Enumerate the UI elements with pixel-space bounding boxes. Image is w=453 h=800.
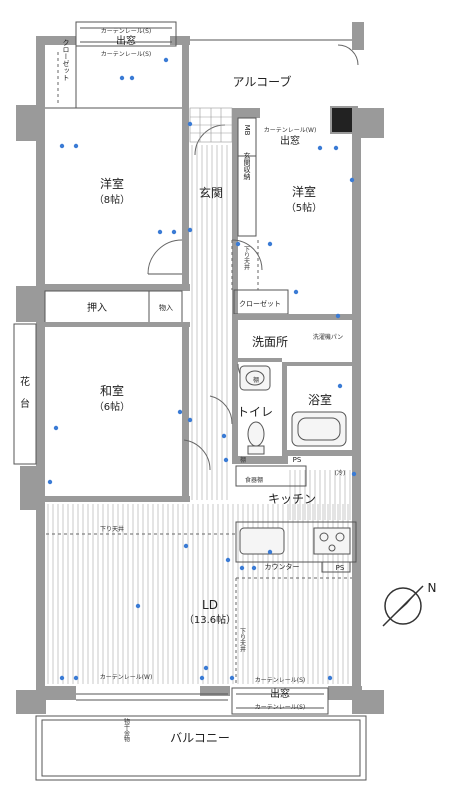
label-mid-demado: 出窓 — [280, 134, 300, 147]
room-labels: アルコーブ 洋室 （8帖） 洋室 （5帖） 和室 （6帖） LD （13.6帖）… — [20, 74, 332, 745]
label-tana-toilet: 棚 — [240, 456, 246, 464]
wood-flooring — [47, 145, 351, 684]
label-japanese-size: （6帖） — [94, 400, 130, 413]
outlet-dot — [135, 603, 141, 609]
label-top-rail-2: カーテンレール(S) — [101, 51, 152, 58]
outlet-dot — [157, 229, 163, 235]
label-flower-stand-1: 花 — [20, 375, 30, 388]
outlet-dot — [337, 383, 343, 389]
label-washroom: 洗面所 — [252, 335, 288, 349]
label-ps-1: PS — [293, 456, 302, 464]
outlet-dot — [251, 565, 257, 571]
outlet-dot — [203, 665, 209, 671]
label-bottom-rail-s2: カーテンレール(S) — [255, 704, 306, 711]
label-entrance: 玄関 — [199, 185, 223, 200]
outlet-dot — [53, 425, 59, 431]
label-mid-rail: カーテンレール(W) — [264, 127, 317, 134]
outlet-dot — [187, 121, 193, 127]
outlet-dot — [333, 145, 339, 151]
label-shokkidana: 食器棚 — [245, 476, 263, 484]
exterior-walls — [16, 22, 384, 714]
label-mb: MB — [243, 125, 251, 136]
label-kitchen: キッチン — [268, 492, 316, 506]
outlet-dot — [351, 471, 357, 477]
outlet-dot — [163, 57, 169, 63]
label-bathroom: 浴室 — [308, 392, 332, 407]
interior-walls — [13, 45, 367, 781]
label-bottom-rail-w: カーテンレール(W) — [100, 674, 153, 681]
outlet-dot — [59, 675, 65, 681]
outlet-dot — [199, 675, 205, 681]
label-cold: (冷) — [335, 469, 346, 477]
outlet-dot — [171, 229, 177, 235]
outlet-dot — [267, 549, 273, 555]
outlet-dot — [349, 177, 355, 183]
label-western-5-size: （5帖） — [286, 201, 322, 214]
compass-north-label: N — [428, 581, 437, 595]
label-lowered-ceiling-3: 下り天井 — [243, 246, 250, 271]
bottom-bay-window — [76, 687, 329, 715]
label-washing-machine: 洗濯機パン — [313, 333, 343, 341]
label-bottom-demado: 出窓 — [270, 687, 290, 700]
label-western-8-size: （8帖） — [94, 193, 130, 206]
outlet-dot — [239, 565, 245, 571]
label-oshiire: 押入 — [87, 301, 107, 314]
fixture-labels: クローゼット クローゼット 押入 物入 MB カウンター PS PS 洗濯機パン… — [62, 39, 345, 743]
label-lowered-ceiling-1: 下り天井 — [100, 525, 124, 533]
label-ld-name: LD — [202, 598, 218, 612]
outlet-dot — [235, 241, 241, 247]
outlet-dot — [183, 543, 189, 549]
outlet-dot — [223, 457, 229, 463]
outlet-dot — [187, 417, 193, 423]
outlet-dot — [73, 675, 79, 681]
doors — [147, 44, 359, 471]
label-top-demado: 出窓 — [116, 34, 136, 47]
label-balcony: バルコニー — [170, 731, 230, 745]
outlet-dot — [187, 227, 193, 233]
outlet-dot — [293, 289, 299, 295]
label-closet-right: クローゼット — [239, 299, 281, 308]
outlet-dot — [73, 143, 79, 149]
label-western-5-name: 洋室 — [292, 184, 316, 199]
outlet-dot — [47, 479, 53, 485]
label-lowered-ceiling-2: 下り天井 — [239, 628, 246, 653]
label-flower-stand-2: 台 — [20, 397, 30, 410]
outlet-dot — [335, 313, 341, 319]
outlet-dot — [317, 145, 323, 151]
compass — [382, 585, 424, 627]
label-ld-size: （13.6帖） — [184, 613, 236, 626]
label-tana-washroom: 棚 — [253, 376, 259, 384]
label-western-8-name: 洋室 — [100, 176, 124, 191]
outlet-dot — [129, 75, 135, 81]
label-entrance-storage: 玄関収納 — [243, 151, 251, 181]
outlet-dot — [119, 75, 125, 81]
label-ps-2: PS — [336, 564, 345, 572]
label-japanese-name: 和室 — [100, 383, 124, 398]
outlet-dot — [177, 409, 183, 415]
label-toilet: トイレ — [237, 405, 273, 419]
label-monohoshi: 物干金物 — [123, 717, 130, 743]
label-monoire: 物入 — [159, 303, 173, 312]
window-labels: カーテンレール(S) 出窓 カーテンレール(S) カーテンレール(W) 出窓 カ… — [100, 28, 317, 711]
fixtures — [57, 52, 351, 555]
outlet-dot — [59, 143, 65, 149]
outlet-dot — [327, 675, 333, 681]
top-bay-window — [75, 21, 177, 47]
outlet-dot — [229, 675, 235, 681]
label-top-rail-1: カーテンレール(S) — [101, 28, 152, 35]
outlet-markers — [47, 57, 357, 681]
outlet-dot — [221, 433, 227, 439]
label-closet-left: クローゼット — [62, 39, 70, 81]
outlet-dot — [267, 241, 273, 247]
label-alcove: アルコーブ — [233, 74, 292, 89]
label-counter: カウンター — [265, 562, 300, 571]
outlet-dot — [225, 557, 231, 563]
label-bottom-rail-s1: カーテンレール(S) — [255, 677, 306, 684]
